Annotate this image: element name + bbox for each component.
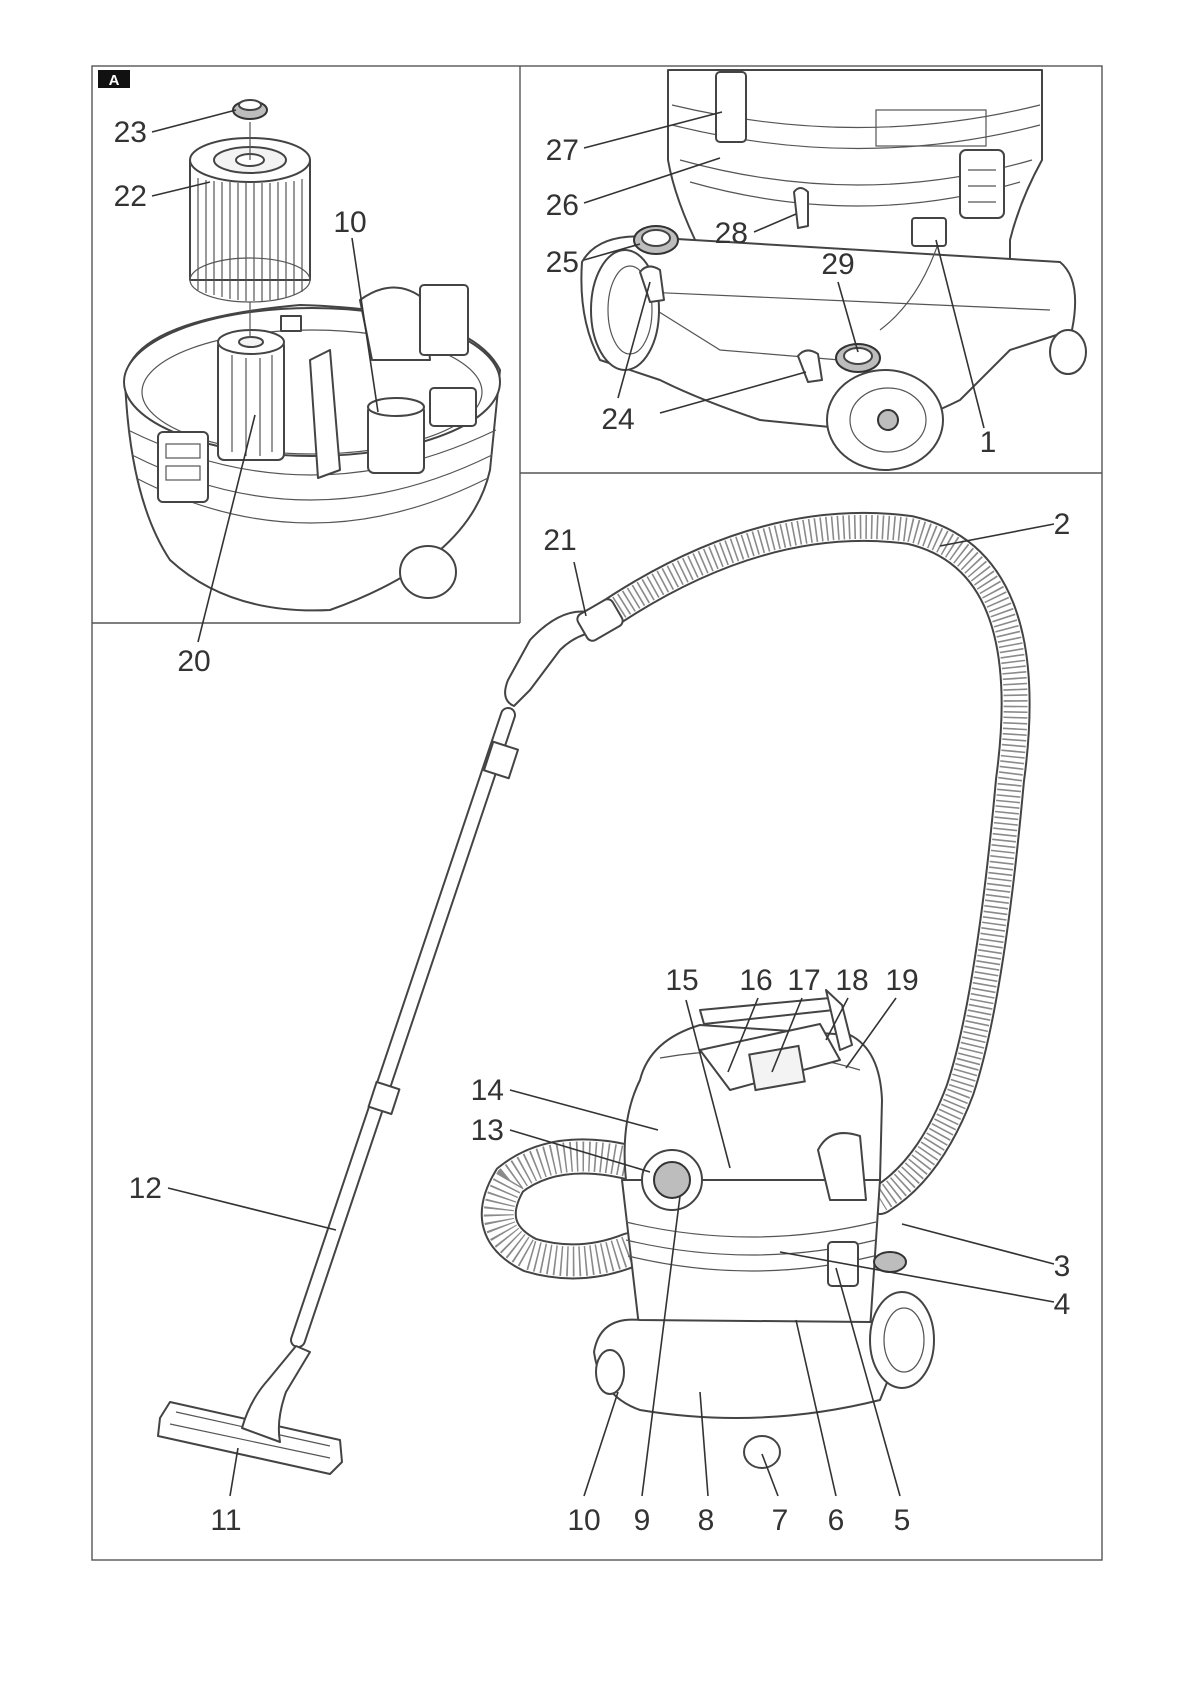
callout-8: 8	[698, 1504, 715, 1537]
callout-28: 28	[715, 217, 748, 250]
callout-14: 14	[471, 1074, 504, 1107]
vacuum-main-drawing	[158, 527, 1016, 1474]
callout-6: 6	[828, 1504, 845, 1537]
callout-10-inset: 10	[333, 206, 366, 239]
callout-10-main: 10	[567, 1504, 600, 1537]
callout-23: 23	[114, 116, 147, 149]
callout-15: 15	[665, 964, 698, 997]
callout-18: 18	[835, 964, 868, 997]
callout-17: 17	[787, 964, 820, 997]
callout-27: 27	[546, 134, 579, 167]
callout-12: 12	[129, 1172, 162, 1205]
callout-21: 21	[543, 524, 576, 557]
filter-detail-drawing	[124, 100, 500, 610]
callout-19: 19	[885, 964, 918, 997]
callout-26: 26	[546, 189, 579, 222]
callout-7: 7	[772, 1504, 789, 1537]
callout-20: 20	[177, 645, 210, 678]
callout-29: 29	[821, 248, 854, 281]
panel-label-a: A	[98, 70, 130, 89]
callout-9: 9	[634, 1504, 651, 1537]
callout-5: 5	[894, 1504, 911, 1537]
callout-2: 2	[1054, 508, 1071, 541]
callout-1: 1	[980, 426, 997, 459]
callout-13: 13	[471, 1114, 504, 1147]
callout-25: 25	[546, 246, 579, 279]
callout-24: 24	[601, 403, 634, 436]
callout-16: 16	[739, 964, 772, 997]
svg-text:A: A	[109, 72, 120, 89]
callout-3: 3	[1054, 1250, 1071, 1283]
callout-11: 11	[210, 1504, 241, 1537]
callout-4: 4	[1054, 1288, 1071, 1321]
callout-22: 22	[114, 180, 147, 213]
